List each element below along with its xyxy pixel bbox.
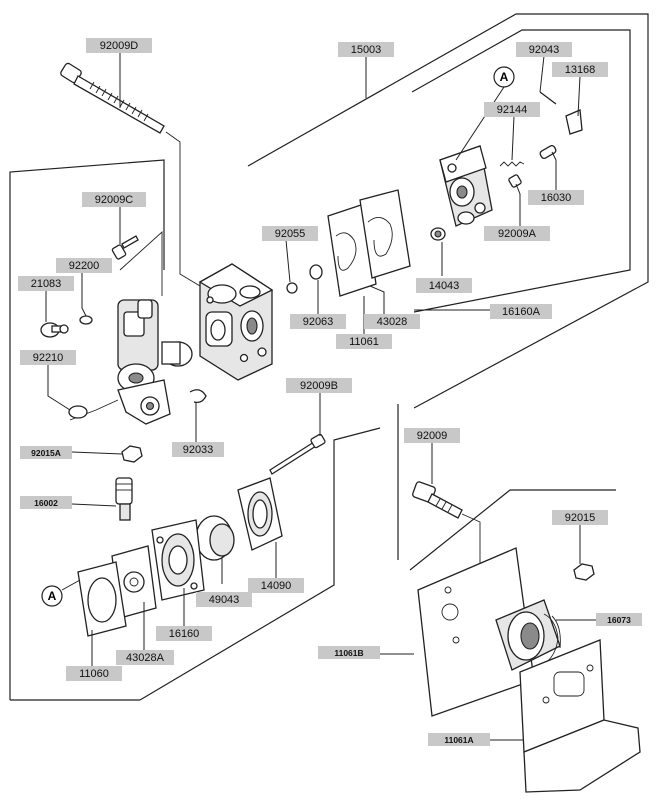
svg-text:92043: 92043 [529, 44, 560, 56]
clip-92033 [189, 389, 207, 404]
throttle-body [198, 263, 274, 381]
svg-text:49043: 49043 [209, 594, 240, 606]
label-92144: 92144 [484, 102, 540, 117]
svg-text:16073: 16073 [607, 615, 631, 625]
label-49043: 49043 [196, 592, 252, 607]
fitting-16002 [115, 477, 133, 521]
label-92009C: 92009C [82, 192, 146, 207]
label-16030: 16030 [528, 190, 584, 205]
screw-92009A [508, 174, 522, 188]
svg-text:16160A: 16160A [502, 306, 541, 318]
label-16073: 16073 [596, 613, 642, 626]
reference-mark-a-bottom: A [41, 579, 81, 607]
svg-text:92009A: 92009A [498, 228, 537, 240]
svg-text:11061: 11061 [349, 336, 379, 348]
linkage-body [69, 230, 193, 425]
svg-text:92200: 92200 [69, 260, 100, 272]
svg-text:11061B: 11061B [334, 648, 363, 658]
label-16160A: 16160A [490, 304, 552, 319]
label-92015: 92015 [552, 510, 608, 525]
spring-92144 [499, 161, 525, 167]
disc-14043 [430, 227, 446, 241]
ring-92200 [79, 315, 93, 325]
screw-92009C [111, 235, 139, 260]
svg-text:92063: 92063 [303, 316, 334, 328]
svg-text:92033: 92033 [183, 444, 214, 456]
svg-text:16002: 16002 [34, 498, 58, 508]
svg-text:92009B: 92009B [300, 380, 338, 392]
svg-text:16160: 16160 [169, 628, 200, 640]
svg-text:92009C: 92009C [95, 194, 134, 206]
cup-49043 [195, 515, 235, 561]
part-92063 [309, 264, 323, 280]
svg-text:13168: 13168 [565, 64, 596, 76]
label-11061B: 11061B [318, 646, 380, 659]
label-14043: 14043 [416, 278, 472, 293]
svg-text:11061A: 11061A [444, 735, 473, 745]
svg-text:92210: 92210 [33, 352, 64, 364]
label-92200: 92200 [56, 258, 112, 273]
svg-text:A: A [500, 70, 509, 84]
svg-text:43028A: 43028A [126, 652, 165, 664]
label-92009: 92009 [404, 428, 460, 443]
gasket-11060 [77, 561, 127, 637]
label-16002: 16002 [20, 496, 72, 509]
svg-text:15003: 15003 [351, 44, 382, 56]
part-labels: 92009D 15003 92043 13168 92144 16030 920… [18, 38, 642, 746]
label-92009A: 92009A [484, 226, 550, 241]
label-21083: 21083 [18, 276, 74, 291]
metering-body-16160A [439, 145, 493, 227]
screw-92009B [269, 433, 326, 475]
washer-92210 [68, 405, 88, 419]
svg-text:21083: 21083 [31, 278, 62, 290]
plate-11061A [519, 639, 641, 793]
svg-text:14090: 14090 [261, 580, 292, 592]
label-92055: 92055 [262, 226, 318, 241]
label-92009B: 92009B [286, 378, 352, 393]
svg-text:92015A: 92015A [31, 448, 61, 458]
label-15003: 15003 [338, 42, 394, 57]
svg-text:92055: 92055 [275, 228, 306, 240]
nut-92015 [573, 563, 595, 581]
pump-body-16160 [151, 519, 205, 601]
label-13168: 13168 [552, 62, 608, 77]
svg-text:14043: 14043 [429, 280, 460, 292]
label-92033: 92033 [172, 442, 224, 457]
lever-13168 [565, 109, 583, 135]
svg-text:92009: 92009 [417, 430, 448, 442]
needle-16030 [539, 144, 557, 160]
pin-92043 [539, 91, 557, 105]
label-16160: 16160 [156, 626, 212, 641]
svg-text:A: A [48, 589, 57, 603]
label-92063: 92063 [290, 314, 346, 329]
insulator-16073 [495, 599, 561, 671]
label-11061A: 11061A [428, 733, 490, 746]
knob-21083 [40, 322, 69, 338]
frame-lines [9, 13, 649, 701]
label-14090: 14090 [248, 578, 304, 593]
label-11061: 11061 [336, 334, 392, 349]
svg-text:92009D: 92009D [100, 40, 139, 52]
label-92043: 92043 [516, 42, 572, 57]
pump-cover-14090 [237, 477, 283, 551]
label-92015A: 92015A [20, 446, 72, 459]
label-43028: 43028 [364, 314, 420, 329]
reference-mark-a-top: A [455, 66, 515, 161]
label-43028A: 43028A [116, 650, 174, 665]
svg-text:92144: 92144 [497, 104, 528, 116]
svg-text:16030: 16030 [541, 192, 572, 204]
svg-text:92015: 92015 [565, 512, 596, 524]
svg-text:43028: 43028 [377, 316, 408, 328]
leader-lines [45, 52, 596, 741]
gasket-43028 [327, 189, 411, 297]
label-11060: 11060 [66, 666, 122, 681]
svg-text:11060: 11060 [79, 668, 109, 680]
label-92009D: 92009D [86, 38, 152, 53]
bolt-92009D [60, 62, 201, 287]
label-92210: 92210 [20, 350, 76, 365]
oring-92055 [286, 282, 298, 294]
nut-92015A [121, 445, 143, 463]
